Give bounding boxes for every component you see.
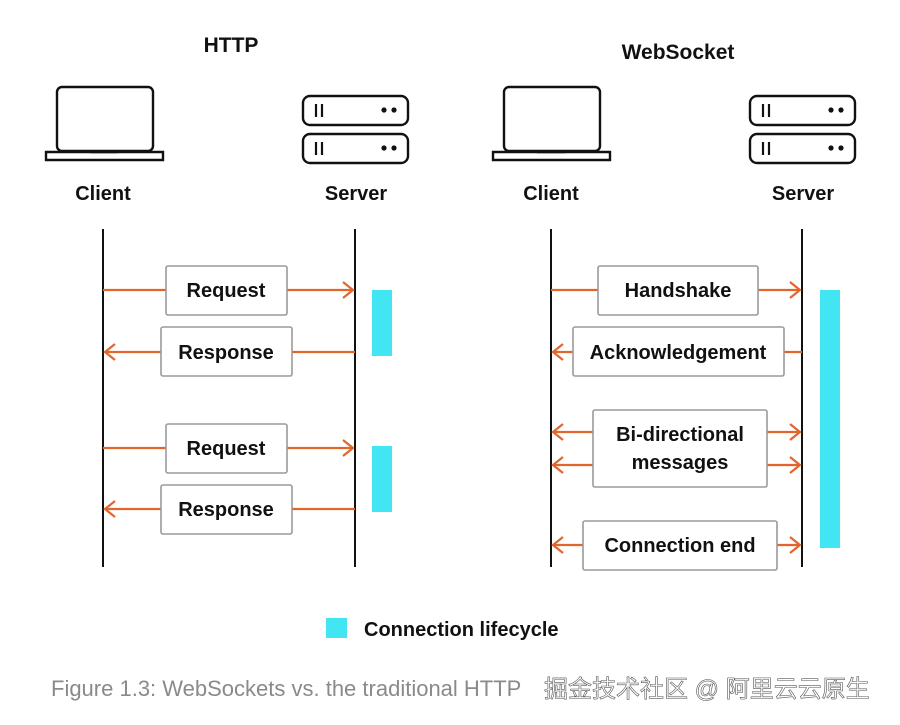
http-message-response-1: Response [103, 326, 355, 377]
http-message-response-2: Response [103, 484, 355, 535]
legend: Connection lifecycle [326, 618, 559, 641]
websocket-title: WebSocket [622, 41, 735, 64]
http-lifecycle-bar-2 [372, 446, 392, 512]
figure-caption: Figure 1.3: WebSockets vs. the tradition… [51, 676, 521, 701]
http-client-label: Client [75, 183, 131, 205]
http-title: HTTP [204, 34, 259, 57]
laptop-icon [491, 85, 612, 162]
websocket-message-label: Bi-directional [616, 424, 744, 446]
legend-swatch [326, 618, 347, 638]
http-panel: HTTP Client Server [44, 34, 410, 567]
websocket-message-label: Acknowledgement [590, 342, 767, 364]
http-message-label: Request [187, 438, 266, 460]
http-server-label: Server [325, 183, 387, 205]
http-message-label: Request [187, 280, 266, 302]
websocket-message-acknowledgement: Acknowledgement [551, 326, 802, 377]
http-message-label: Response [178, 499, 274, 521]
http-message-label: Response [178, 342, 274, 364]
websocket-server-label: Server [772, 183, 834, 205]
server-rack-icon [301, 94, 410, 165]
websocket-lifecycle-bar [820, 290, 840, 548]
websocket-panel: WebSocket Client Server [491, 41, 857, 571]
websocket-message-label: Handshake [625, 280, 732, 302]
http-message-request-1: Request [103, 265, 355, 316]
http-message-request-2: Request [103, 423, 355, 474]
websocket-client-label: Client [523, 183, 579, 205]
websocket-message-connection-end: Connection end [551, 520, 802, 571]
websocket-message-label-line2: messages [632, 452, 729, 474]
websocket-message-label: Connection end [604, 535, 755, 557]
laptop-icon [44, 85, 165, 162]
server-rack-icon [748, 94, 857, 165]
websocket-message-bidirectional: Bi-directional messages [551, 409, 802, 488]
watermark: 掘金技术社区 @ 阿里云云原生 [544, 676, 870, 703]
http-lifecycle-bar-1 [372, 290, 392, 356]
legend-label: Connection lifecycle [364, 619, 559, 641]
websocket-message-handshake: Handshake [551, 265, 802, 316]
